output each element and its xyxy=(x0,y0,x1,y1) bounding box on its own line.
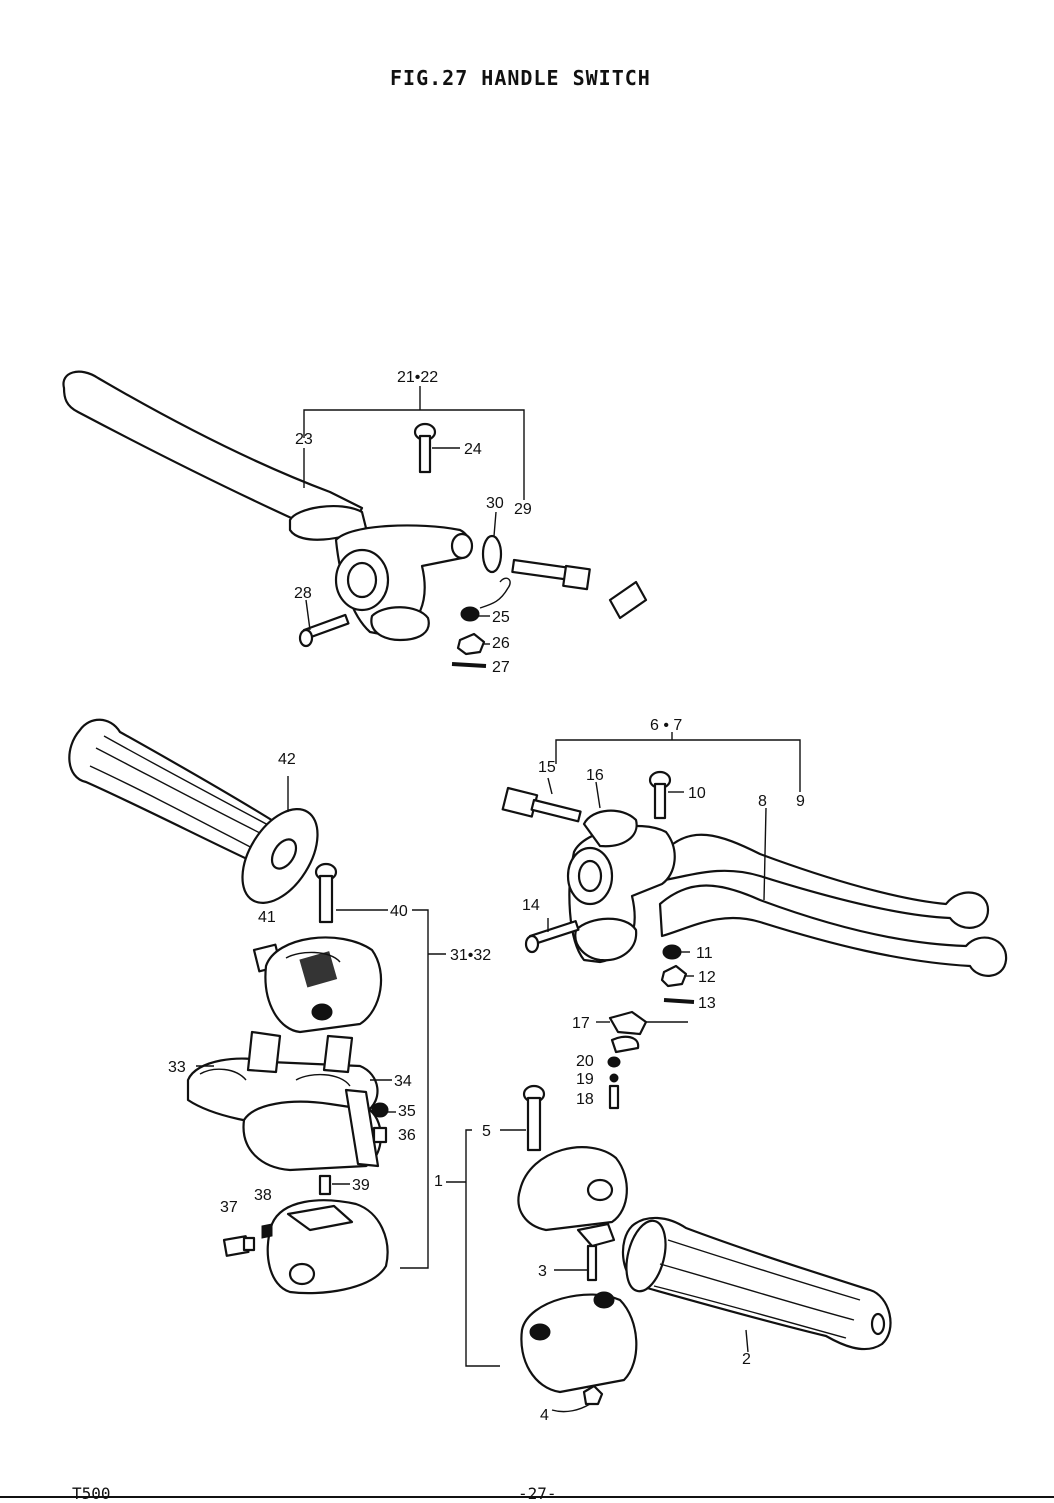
label-27: 27 xyxy=(492,659,510,676)
group-bracket-1 xyxy=(465,1129,500,1367)
model-code: T500 xyxy=(72,1484,111,1503)
label-31-32: 31•32 xyxy=(450,947,491,964)
brake-lever-assembly xyxy=(501,732,1008,1110)
label-11: 11 xyxy=(696,945,713,962)
label-9: 9 xyxy=(796,793,805,810)
label-40: 40 xyxy=(390,903,408,920)
bracket-clamp xyxy=(370,606,430,642)
spring-38 xyxy=(261,1223,273,1239)
pivot-bolt-10 xyxy=(648,770,672,820)
label-2: 2 xyxy=(742,1351,751,1368)
washer-11 xyxy=(662,944,682,960)
label-20: 20 xyxy=(576,1053,594,1070)
label-34: 34 xyxy=(394,1073,412,1090)
washer-30 xyxy=(481,534,503,574)
throttle-assembly xyxy=(446,1084,892,1413)
label-37: 37 xyxy=(220,1199,238,1216)
label-41: 41 xyxy=(258,909,276,926)
brake-clamp xyxy=(574,917,638,962)
stop-switch-parts xyxy=(607,1010,688,1110)
label-12: 12 xyxy=(698,969,716,986)
label-8: 8 xyxy=(758,793,767,810)
screw-37 xyxy=(222,1235,256,1257)
washer-25 xyxy=(460,606,480,622)
label-10: 10 xyxy=(688,785,706,802)
label-14: 14 xyxy=(522,897,540,914)
washer-35 xyxy=(371,1102,389,1118)
label-23: 23 xyxy=(295,431,313,448)
clamp-bolt-14 xyxy=(524,920,580,954)
label-26: 26 xyxy=(492,635,510,652)
label-25: 25 xyxy=(492,609,510,626)
label-19: 19 xyxy=(576,1071,594,1088)
label-18: 18 xyxy=(576,1091,594,1108)
label-39: 39 xyxy=(352,1177,370,1194)
label-35: 35 xyxy=(398,1103,416,1120)
label-6-7: 6 • 7 xyxy=(650,717,682,734)
label-16: 16 xyxy=(586,767,604,784)
clutch-lever-blade xyxy=(62,370,364,530)
part-number-labels: 21•22 23 24 30 29 28 25 26 27 6 • 7 15 1… xyxy=(168,369,805,1424)
switch-screw-40 xyxy=(314,862,338,924)
bracket-lug xyxy=(450,532,474,560)
group-bracket-31-32 xyxy=(400,909,429,1269)
left-grip-and-switch xyxy=(68,718,446,1295)
label-4: 4 xyxy=(540,1407,549,1424)
pin-27 xyxy=(451,662,487,668)
label-15: 15 xyxy=(538,759,556,776)
switch-upper-housing xyxy=(264,936,383,1034)
cable-adjuster-29 xyxy=(511,558,591,591)
nut-4 xyxy=(582,1384,604,1406)
label-42: 42 xyxy=(278,751,296,768)
screw-39 xyxy=(318,1174,332,1196)
label-17: 17 xyxy=(572,1015,590,1032)
group-bracket-21-22 xyxy=(303,409,525,500)
housing-screw-5 xyxy=(522,1084,546,1152)
label-24: 24 xyxy=(464,441,482,458)
cable-holder-16 xyxy=(582,809,638,848)
label-30: 30 xyxy=(486,495,504,512)
label-13: 13 xyxy=(698,995,716,1012)
clamp-bolt-28 xyxy=(298,613,350,648)
throttle-lower-housing xyxy=(520,1293,638,1394)
label-3: 3 xyxy=(538,1263,547,1280)
pivot-bolt-24 xyxy=(413,422,437,474)
label-29: 29 xyxy=(514,501,532,518)
group-bracket-6-7 xyxy=(555,739,801,792)
page-number: -27- xyxy=(518,1484,557,1503)
label-5: 5 xyxy=(482,1123,491,1140)
brake-lever-9 xyxy=(662,833,990,929)
brake-lever-8 xyxy=(658,884,1008,977)
clutch-lever-assembly xyxy=(62,370,648,668)
pin-13 xyxy=(663,998,695,1004)
spring-wire xyxy=(479,577,511,609)
label-21-22: 21•22 xyxy=(397,369,438,386)
bracket-bore-inner xyxy=(346,561,378,599)
label-36: 36 xyxy=(398,1127,416,1144)
nut-26 xyxy=(456,632,486,656)
spring-36 xyxy=(372,1126,388,1144)
bottom-rule xyxy=(0,1496,1054,1498)
cable-clip xyxy=(608,580,648,620)
cable-stop-3 xyxy=(576,1222,616,1248)
label-28: 28 xyxy=(294,585,312,602)
label-38: 38 xyxy=(254,1187,272,1204)
figure-title: FIG.27 HANDLE SWITCH xyxy=(390,66,651,90)
label-1: 1 xyxy=(434,1173,443,1190)
throttle-upper-housing xyxy=(517,1146,628,1232)
left-grip-42 xyxy=(68,718,280,868)
nut-12 xyxy=(660,964,688,988)
cable-adjuster-15 xyxy=(501,786,582,823)
label-33: 33 xyxy=(168,1059,186,1076)
